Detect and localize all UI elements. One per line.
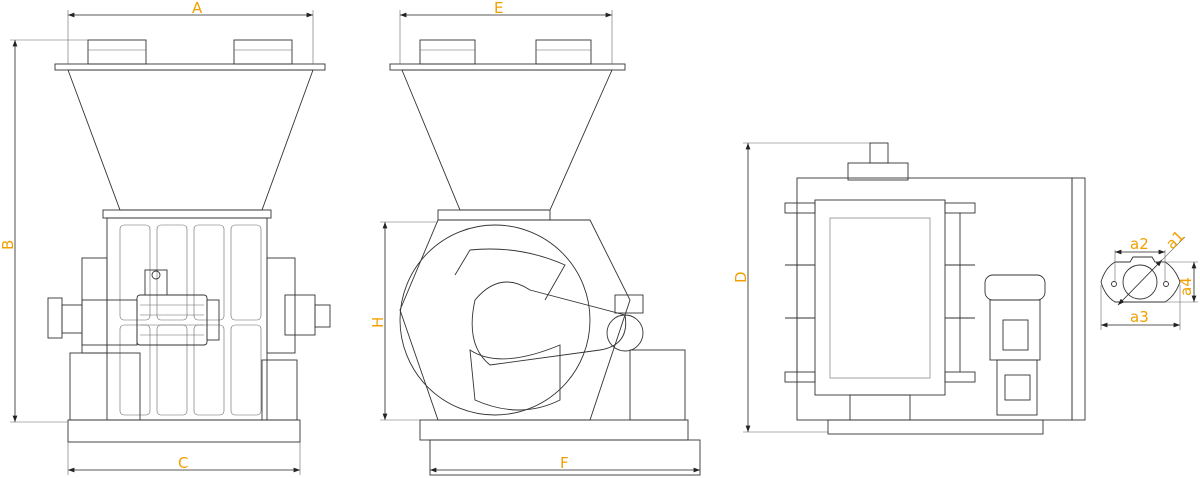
- side-view: [389, 39, 701, 476]
- label-C: C: [178, 454, 188, 472]
- label-a4: a4: [1177, 277, 1195, 296]
- label-H: H: [369, 317, 387, 328]
- label-A: A: [192, 0, 203, 17]
- dimension-A: A: [67, 0, 314, 64]
- label-B: B: [0, 240, 17, 250]
- front-view: [47, 39, 331, 443]
- label-E: E: [494, 0, 503, 17]
- label-F: F: [560, 454, 569, 472]
- label-a2: a2: [1130, 235, 1149, 253]
- dimension-E: E: [399, 0, 613, 64]
- dimension-D: D: [732, 142, 870, 433]
- top-view: [784, 142, 1086, 435]
- dimension-C: C: [67, 442, 301, 475]
- label-D: D: [732, 271, 750, 283]
- dimension-F: F: [430, 454, 700, 473]
- flange-detail: a2 a1 a3 a4: [1100, 227, 1198, 330]
- label-a3: a3: [1130, 308, 1149, 326]
- dimension-B: B: [0, 39, 88, 423]
- label-a1: a1: [1162, 227, 1188, 253]
- dimension-H: H: [369, 221, 438, 421]
